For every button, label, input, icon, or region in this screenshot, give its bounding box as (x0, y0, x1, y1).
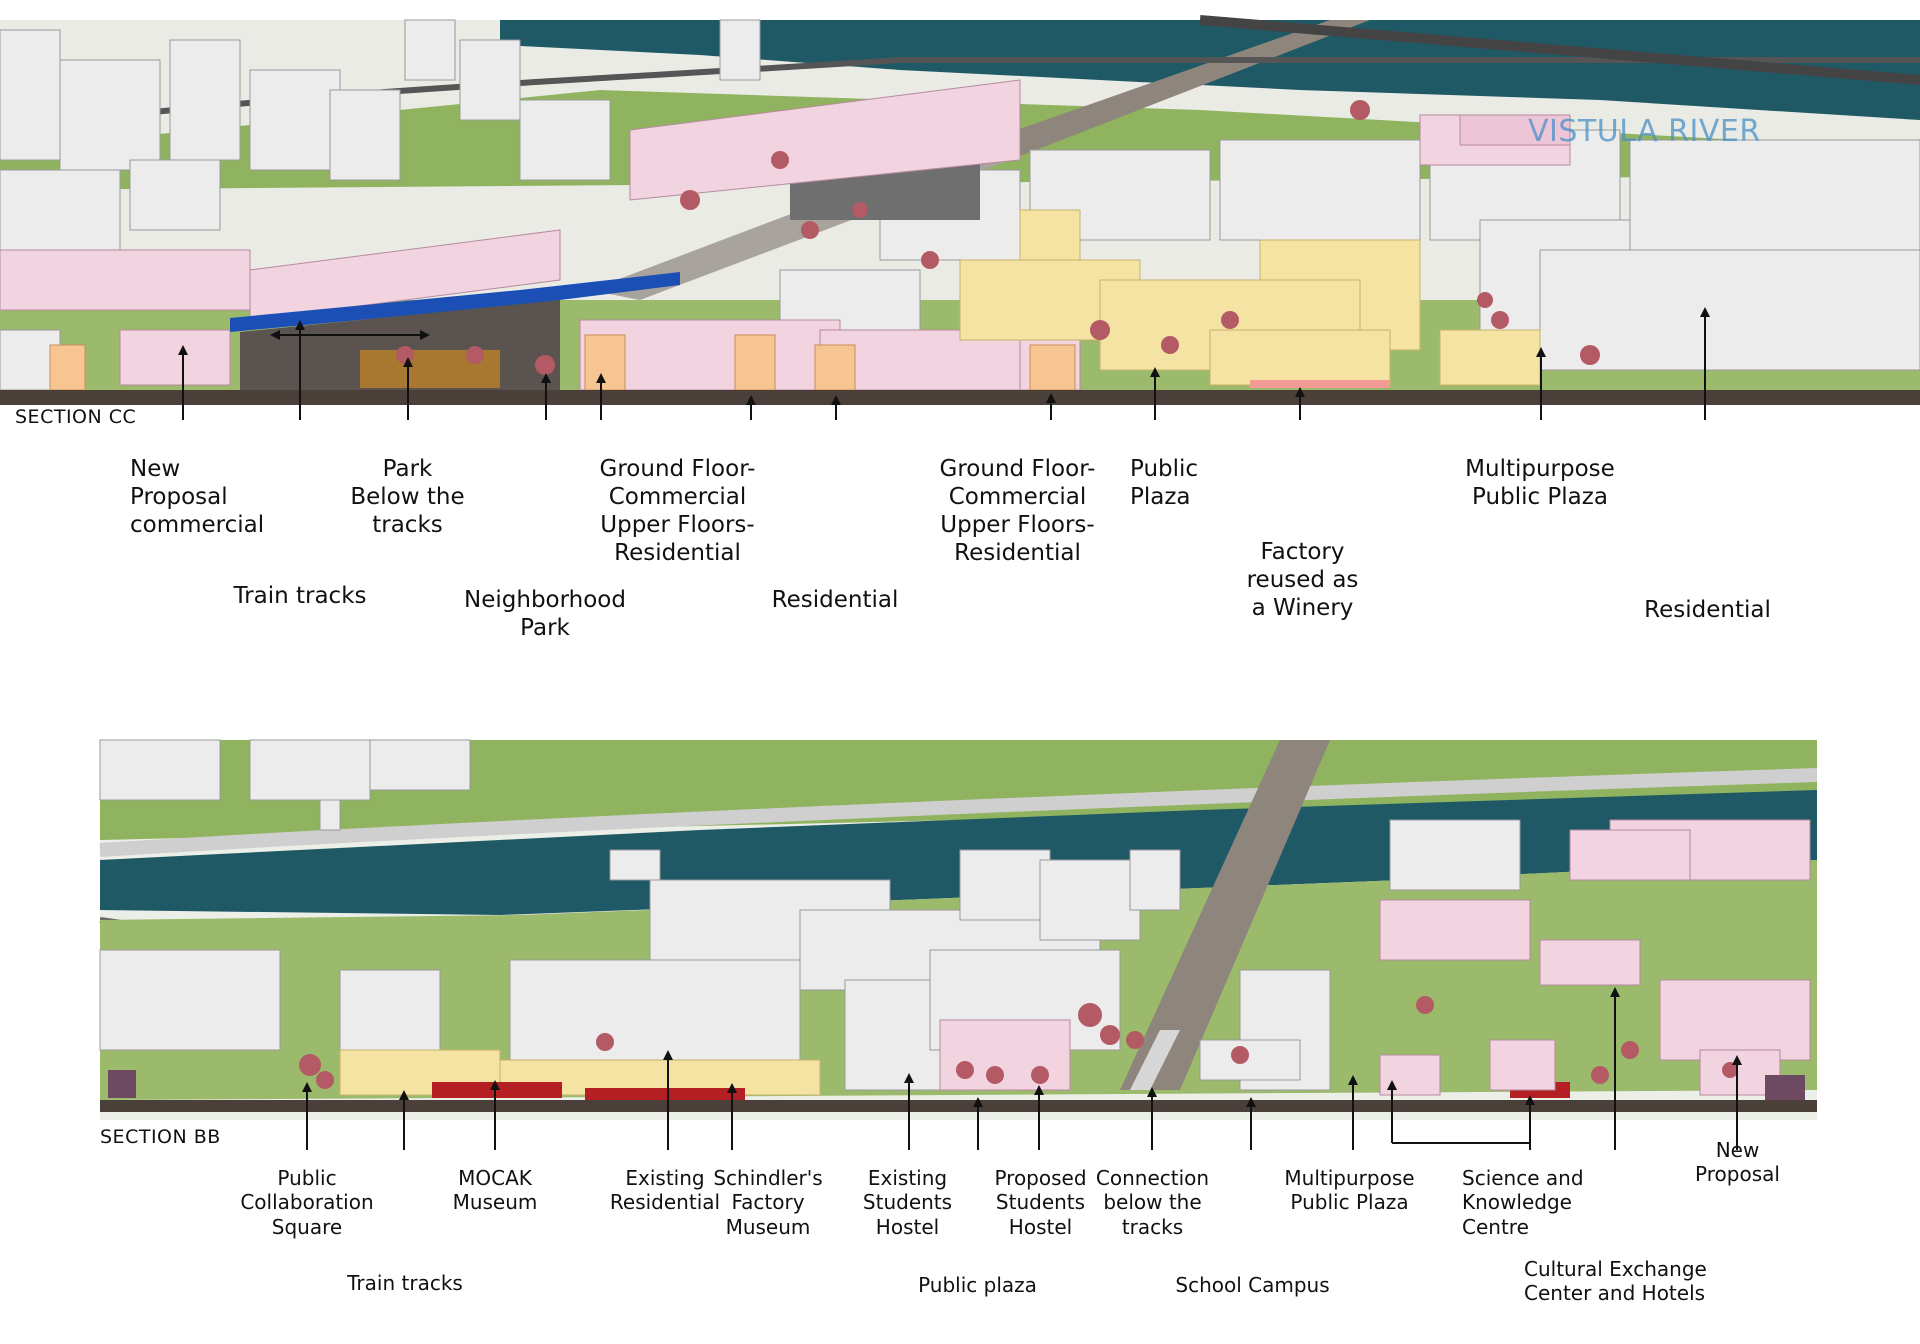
bb-label-new-proposal: New Proposal (1695, 1138, 1780, 1187)
bb-label-existing-residential: Existing Residential (609, 1166, 721, 1215)
cc-label-multipurpose-plaza: Multipurpose Public Plaza (1465, 456, 1615, 511)
cc-label-residential-1: Residential (771, 587, 899, 613)
bb-label-science-centre: Science and Knowledge Centre (1462, 1166, 1584, 1239)
bb-leader-arrows (302, 987, 1742, 1107)
bb-label-public-collaboration: Public Collaboration Square (240, 1166, 374, 1239)
cc-label-factory-winery: Factory reused as a Winery (1246, 539, 1359, 622)
section-cc-view (0, 15, 1920, 420)
section-bb-title: SECTION BB (100, 1126, 221, 1148)
section-cc-panel: VISTULA RIVER SECTION CC New Proposal co… (0, 0, 1920, 642)
cc-label-ground-floor-1: Ground Floor- Commercial Upper Floors- R… (599, 456, 756, 567)
cc-trees (396, 100, 1600, 375)
cc-rail-blue (230, 272, 680, 332)
cc-leader-arrows (178, 307, 1710, 405)
bb-leader-lines (306, 992, 1738, 1150)
cc-ground-strip (0, 390, 1920, 405)
cc-proposal-yellow (959, 209, 1541, 386)
bb-road-far (99, 768, 1818, 857)
bb-trees (299, 996, 1738, 1089)
cc-existing-buildings (0, 19, 1920, 391)
bb-new-proposal-purple (108, 1070, 1805, 1100)
bb-label-cultural-exchange: Cultural Exchange Center and Hotels (1524, 1257, 1707, 1306)
cc-label-new-proposal-commercial: New Proposal commercial (130, 456, 265, 539)
cc-label-park-below-tracks: Park Below the tracks (350, 456, 465, 539)
bb-label-public-plaza: Public plaza (918, 1273, 1037, 1297)
cc-label-train-tracks: Train tracks (233, 583, 367, 609)
bb-label-mocak: MOCAK Museum (452, 1166, 538, 1215)
bb-label-school-campus: School Campus (1175, 1273, 1330, 1297)
bb-river (100, 790, 1817, 915)
bb-residential-pink (939, 819, 1811, 1096)
section-bb-panel: SECTION BB Public Collaboration Square T… (0, 730, 1920, 1344)
bb-ground-strip (100, 1100, 1817, 1112)
bb-far-grass (100, 740, 1817, 840)
bb-viaduct (1120, 740, 1330, 1090)
section-cc-title: SECTION CC (15, 406, 137, 428)
cc-label-neighborhood-park: Neighborhood Park (464, 587, 626, 642)
section-bb-view (99, 739, 1818, 1150)
vistula-river-label: VISTULA RIVER (1528, 114, 1761, 149)
bb-label-schindler: Schindler's Factory Museum (713, 1166, 823, 1239)
cc-viaduct (960, 20, 1370, 160)
cc-winery-strip (1250, 380, 1390, 388)
bb-label-multipurpose-plaza: Multipurpose Public Plaza (1284, 1166, 1415, 1215)
bb-viaduct-rail (1130, 1030, 1180, 1090)
cc-label-ground-floor-2: Ground Floor- Commercial Upper Floors- R… (939, 456, 1096, 567)
cc-road-2 (1199, 15, 1920, 85)
bb-label-connection-tracks: Connection below the tracks (1095, 1166, 1210, 1239)
cc-label-public-plaza: Public Plaza (1130, 456, 1199, 511)
bb-existing-buildings (99, 739, 1521, 1091)
bb-label-existing-hostel: Existing Students Hostel (862, 1166, 953, 1239)
cc-label-residential-2: Residential (1644, 597, 1771, 623)
cc-leader-lines (182, 312, 1706, 420)
bb-label-train-tracks: Train tracks (347, 1271, 463, 1295)
bb-label-proposed-hostel: Proposed Students Hostel (994, 1166, 1087, 1239)
